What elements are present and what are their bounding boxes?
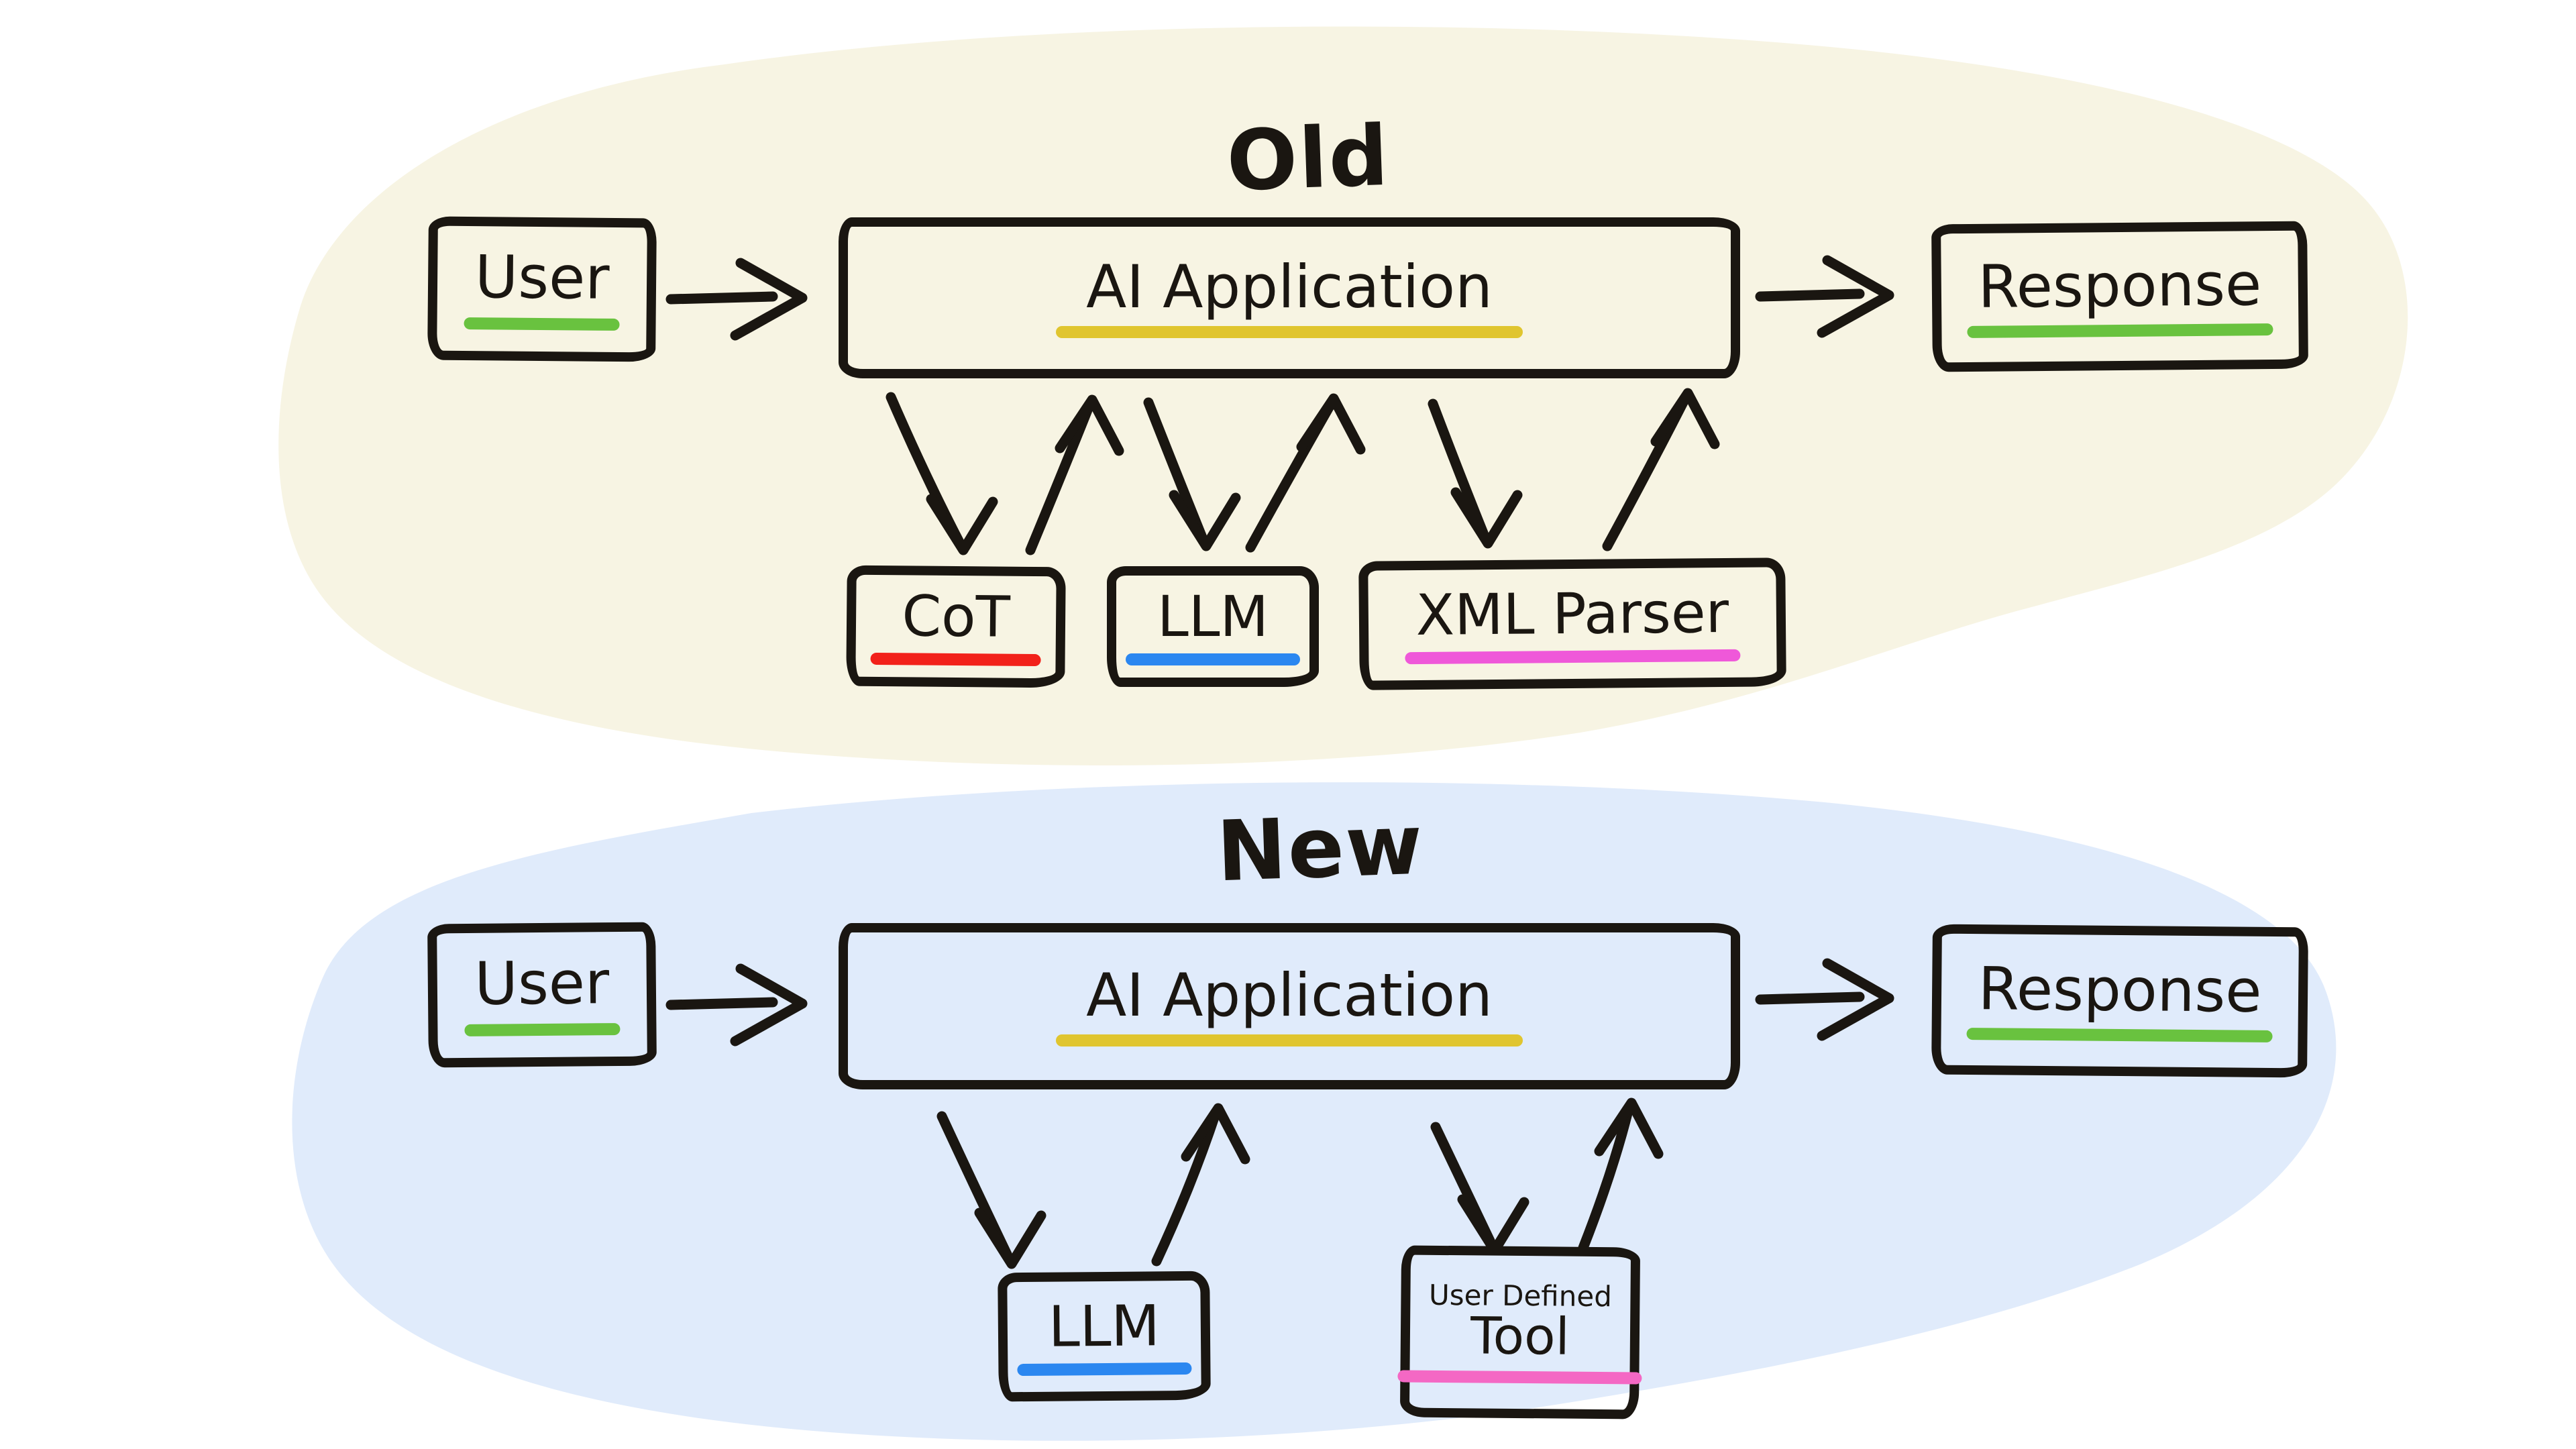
new-response-label-group: Response — [1967, 955, 2272, 1043]
old-section-title: Old — [1225, 106, 1391, 211]
new-user-label-group: User — [464, 949, 621, 1036]
old-user-box: User — [427, 216, 657, 362]
old-xml-parser-underline — [1405, 649, 1740, 665]
new-user-label: User — [474, 949, 610, 1020]
new-tool-label-group: User Defined Tool — [1397, 1279, 1642, 1385]
new-ai-application-box: AI Application — [839, 923, 1740, 1089]
old-response-box: Response — [1931, 221, 2308, 372]
new-section-blob — [292, 782, 2337, 1441]
new-user-to-ai-arrow — [665, 963, 808, 1046]
old-ai-to-response-arrow — [1755, 255, 1894, 338]
new-llm-label-group: LLM — [1018, 1293, 1191, 1377]
old-xml-parser-box: XML Parser — [1358, 557, 1786, 690]
old-response-label: Response — [1978, 250, 2262, 322]
old-response-underline — [1968, 323, 2273, 339]
new-response-underline — [1967, 1028, 2272, 1043]
new-user-defined-tool-box: User Defined Tool — [1397, 1245, 1642, 1419]
old-ai-to-cot-arrow-down — [885, 392, 998, 555]
new-ai-to-response-arrow — [1755, 958, 1894, 1041]
old-user-label-group: User — [464, 244, 620, 331]
new-ai-application-label: AI Application — [1086, 961, 1493, 1030]
old-xml-parser-label: XML Parser — [1415, 579, 1729, 648]
old-cot-box: CoT — [846, 565, 1066, 688]
old-ai-application-label: AI Application — [1086, 253, 1493, 322]
old-user-to-ai-arrow — [665, 258, 808, 341]
old-ai-to-llm-arrow-down — [1143, 397, 1241, 551]
old-user-underline — [464, 317, 620, 331]
old-response-label-group: Response — [1968, 250, 2273, 339]
new-ai-to-tool-arrow-down — [1430, 1122, 1529, 1256]
new-llm-box: LLM — [998, 1271, 1211, 1402]
new-ai-application-underline — [1055, 1034, 1523, 1047]
old-cot-label: CoT — [902, 583, 1011, 650]
new-user-underline — [464, 1022, 621, 1036]
old-llm-underline — [1126, 653, 1300, 666]
old-ai-to-xml-arrow-down — [1428, 398, 1523, 549]
old-cot-label-group: CoT — [870, 583, 1041, 667]
old-llm-to-ai-arrow-up — [1245, 393, 1366, 553]
old-section-blob — [278, 26, 2408, 765]
old-llm-label: LLM — [1157, 583, 1269, 649]
old-cot-underline — [870, 652, 1041, 667]
new-tool-label: Tool — [1470, 1306, 1570, 1366]
new-response-label: Response — [1978, 955, 2262, 1026]
new-tool-to-ai-arrow-up — [1578, 1097, 1664, 1253]
new-section-title: New — [1215, 795, 1426, 901]
old-ai-application-underline — [1055, 326, 1523, 339]
old-user-label: User — [474, 244, 610, 314]
old-llm-box: LLM — [1107, 566, 1319, 687]
new-tool-underline — [1397, 1370, 1642, 1385]
old-llm-label-group: LLM — [1126, 583, 1300, 666]
old-cot-to-ai-arrow-up — [1025, 394, 1124, 555]
new-llm-underline — [1018, 1362, 1191, 1377]
arrows-layer — [665, 255, 1894, 1269]
new-user-box: User — [427, 922, 657, 1068]
new-ai-to-llm-arrow-down — [936, 1111, 1046, 1269]
old-ai-application-box: AI Application — [839, 217, 1740, 378]
new-llm-label: LLM — [1048, 1293, 1161, 1360]
new-llm-to-ai-arrow-up — [1151, 1103, 1250, 1267]
old-xml-to-ai-arrow-up — [1602, 388, 1720, 551]
old-xml-parser-label-group: XML Parser — [1405, 579, 1740, 665]
new-ai-application-label-group: AI Application — [1055, 961, 1523, 1047]
new-response-box: Response — [1931, 924, 2308, 1078]
old-ai-application-label-group: AI Application — [1055, 253, 1523, 339]
